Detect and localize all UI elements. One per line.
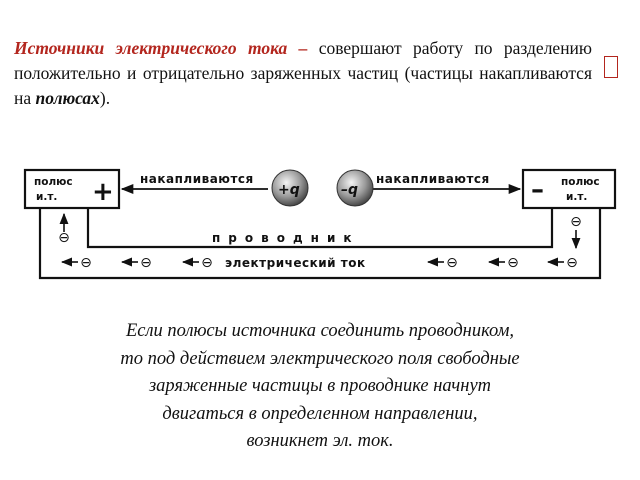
caption-line-3: заряженные частицы в проводнике начнут [148,376,492,396]
current-electron-row: ⊖ ⊖ ⊖ электрический ток ⊖ ⊖ ⊖ [60,255,578,271]
conductor-inner-line [86,208,554,249]
left-arrow-label: накапливаются [140,172,254,186]
caption-line-2: то под действием электрического поля сво… [120,348,520,369]
conductor-outer-line [38,208,602,280]
left-leg-electron: ⊖ [58,230,70,246]
intro-text-after: ). [99,88,111,108]
current-electron-3: ⊖ [201,255,213,271]
current-electron-2: ⊖ [140,255,152,271]
source-circuit-diagram: полюс и.т. + – полюс и.т. накапливаются … [23,168,617,280]
intro-paragraph: Источники электрического тока – совершаю… [14,36,592,111]
current-electron-5: ⊖ [507,255,519,271]
missing-glyph-box-icon [604,56,618,78]
intro-term: Источники электрического тока [14,38,288,58]
positive-charge-label: +q [278,182,300,198]
caption-line-4: двигаться в определенном направлении, [162,403,478,424]
current-electron-1: ⊖ [80,255,92,271]
current-electron-4: ⊖ [446,255,458,271]
right-pole-label-line2: и.т. [566,191,587,203]
intro-text-before: совершают работу по разделению положител… [14,38,592,108]
caption-line-5: возникнет эл. ток. [246,431,394,451]
right-pole-sign: – [531,175,544,205]
intro-emphasis: полюсах [35,88,100,108]
left-pole-box [23,168,121,210]
left-pole-label-line2: и.т. [36,191,57,203]
intro-dash: – [287,38,319,58]
right-leg-electron: ⊖ [570,214,582,230]
right-arrow-label: накапливаются [376,172,490,186]
left-pole-sign: + [92,177,114,207]
current-label: электрический ток [225,256,366,270]
left-pole-label-line1: полюс [34,176,73,188]
negative-charge-label: –q [341,182,358,198]
conductor-label: проводник [212,231,360,245]
caption-paragraph: Если полюсы источника соединить проводни… [20,318,620,456]
current-electron-6: ⊖ [566,255,578,271]
positive-charge-sphere [271,169,309,207]
right-pole-box [521,168,617,210]
right-pole-label-line1: полюс [561,176,600,188]
caption-line-1: Если полюсы источника соединить проводни… [125,321,515,341]
negative-charge-sphere [336,169,374,207]
